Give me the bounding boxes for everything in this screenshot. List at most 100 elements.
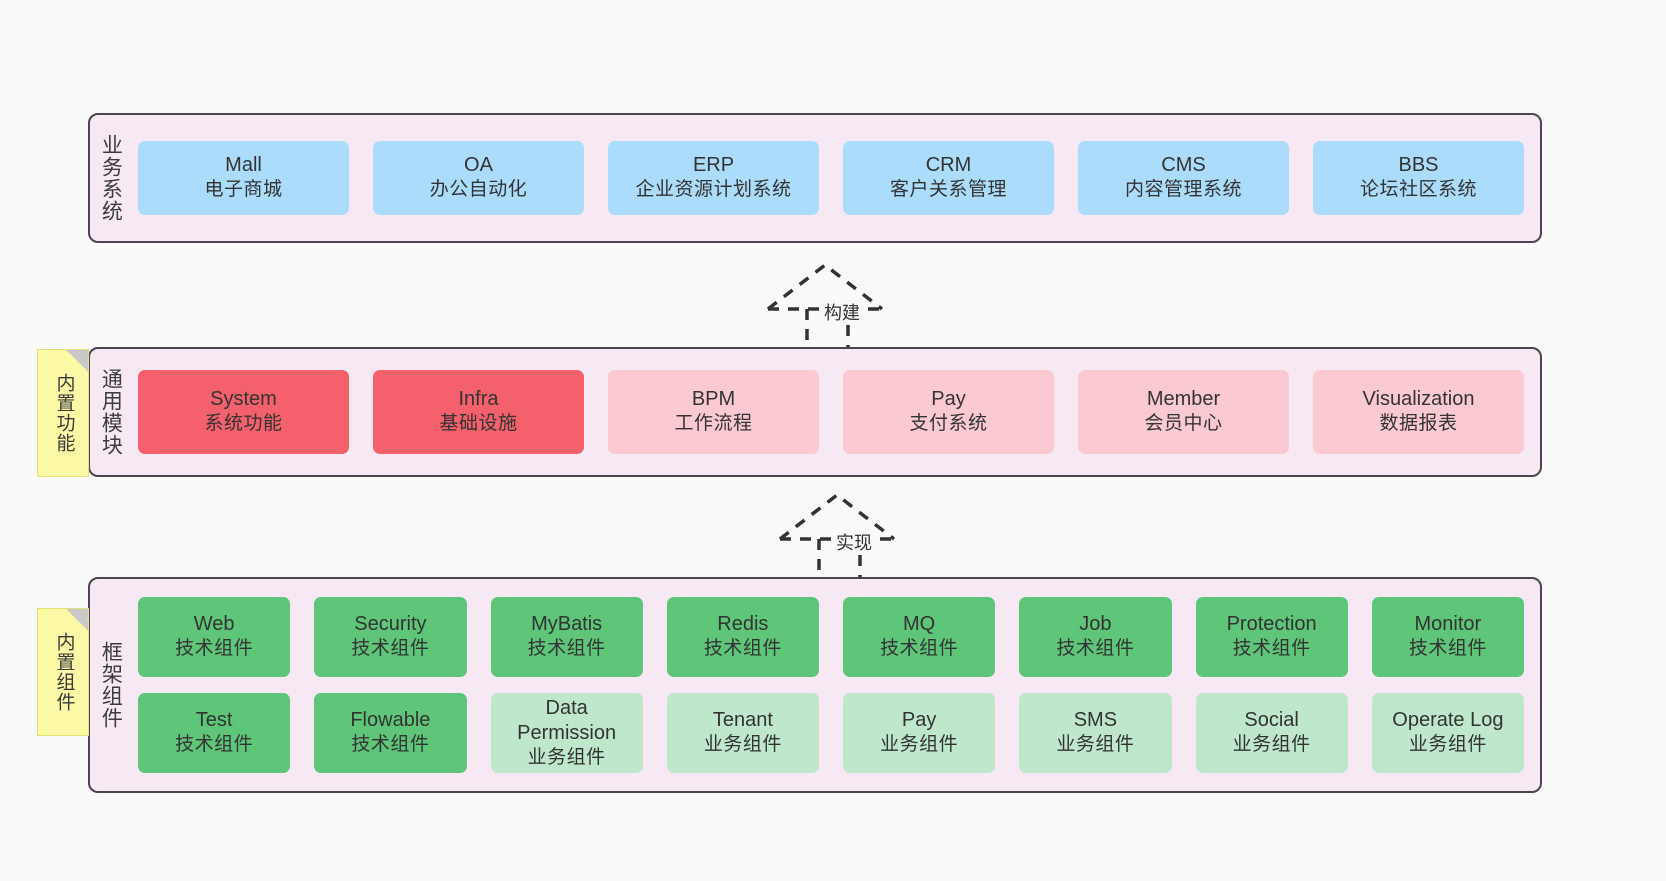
card-job-subtitle: 技术组件 [1056,638,1135,660]
business-card-row: Mall 电子商城 OA 办公自动化 ERP 企业资源计划系统 CRM 客户关系… [138,141,1524,215]
layer-body-business: Mall 电子商城 OA 办公自动化 ERP 企业资源计划系统 CRM 客户关系… [130,115,1540,241]
card-infra-title: Infra [458,388,499,411]
layer-business-system: 业务系统 Mall 电子商城 OA 办公自动化 ERP 企业资源计划系统 CRM [88,113,1542,243]
card-pay-component-title: Pay [901,709,937,732]
card-mybatis-title: MyBatis [531,613,603,636]
card-visualization-title: Visualization [1362,388,1475,411]
card-member-subtitle: 会员中心 [1144,413,1223,435]
layer-title-business: 业务系统 [99,134,123,222]
card-erp[interactable]: ERP 企业资源计划系统 [608,141,819,215]
common-card-row: System 系统功能 Infra 基础设施 BPM 工作流程 Pay 支付系统… [138,370,1524,454]
card-erp-subtitle: 企业资源计划系统 [635,179,792,201]
layer-common-module: 通用模块 System 系统功能 Infra 基础设施 BPM 工作流程 Pay [88,347,1542,477]
card-mybatis[interactable]: MyBatis 技术组件 [490,597,643,677]
layer-title-common: 通用模块 [99,368,123,456]
card-crm-subtitle: 客户关系管理 [889,179,1007,201]
card-security-subtitle: 技术组件 [351,638,430,660]
layer-title-framework: 框架组件 [99,641,123,729]
card-oa[interactable]: OA 办公自动化 [373,141,584,215]
card-sms-subtitle: 业务组件 [1056,734,1135,756]
card-mq-subtitle: 技术组件 [880,638,959,660]
card-oa-subtitle: 办公自动化 [429,179,528,201]
card-protection[interactable]: Protection 技术组件 [1195,597,1348,677]
card-system-subtitle: 系统功能 [204,413,283,435]
card-infra-subtitle: 基础设施 [439,413,518,435]
card-crm[interactable]: CRM 客户关系管理 [843,141,1054,215]
card-monitor-title: Monitor [1414,613,1482,636]
card-visualization[interactable]: Visualization 数据报表 [1313,370,1524,454]
framework-card-row-2: Test 技术组件 Flowable 技术组件 Data Permission … [138,693,1524,773]
card-test[interactable]: Test 技术组件 [138,693,291,773]
card-job-title: Job [1079,613,1112,636]
card-member[interactable]: Member 会员中心 [1078,370,1289,454]
card-cms-subtitle: 内容管理系统 [1124,179,1242,201]
card-mall-subtitle: 电子商城 [204,179,283,201]
card-mq-title: MQ [903,613,936,636]
card-mall[interactable]: Mall 电子商城 [138,141,349,215]
card-pay-component[interactable]: Pay 业务组件 [843,693,996,773]
card-bpm-title: BPM [691,388,736,411]
card-crm-title: CRM [925,154,972,177]
card-pay-module-title: Pay [931,388,966,411]
card-operate-log-subtitle: 业务组件 [1408,734,1487,756]
card-system[interactable]: System 系统功能 [138,370,349,454]
card-redis-subtitle: 技术组件 [703,638,782,660]
card-tenant-subtitle: 业务组件 [703,734,782,756]
card-redis[interactable]: Redis 技术组件 [666,597,819,677]
card-data-permission-subtitle: 业务组件 [527,746,606,768]
sticky-note-builtin-components-label: 内置组件 [53,632,75,712]
card-pay-module[interactable]: Pay 支付系统 [843,370,1054,454]
card-protection-title: Protection [1226,613,1317,636]
card-erp-title: ERP [692,154,735,177]
card-social-title: Social [1244,709,1299,732]
sticky-note-builtin-components: 内置组件 [37,608,89,736]
card-bbs-subtitle: 论坛社区系统 [1359,179,1477,201]
card-social[interactable]: Social 业务组件 [1195,693,1348,773]
card-security-title: Security [354,613,427,636]
arrow-implement: 实现 [772,489,922,584]
card-flowable-title: Flowable [350,709,431,732]
layer-body-framework: Web 技术组件 Security 技术组件 MyBatis 技术组件 Redi… [130,579,1540,791]
card-social-subtitle: 业务组件 [1232,734,1311,756]
card-security[interactable]: Security 技术组件 [314,597,467,677]
card-tenant[interactable]: Tenant 业务组件 [666,693,819,773]
card-monitor-subtitle: 技术组件 [1408,638,1487,660]
card-flowable[interactable]: Flowable 技术组件 [314,693,467,773]
card-operate-log[interactable]: Operate Log 业务组件 [1371,693,1524,773]
card-cms-title: CMS [1161,154,1206,177]
card-pay-module-subtitle: 支付系统 [909,413,988,435]
card-test-title: Test [195,709,233,732]
card-pay-component-subtitle: 业务组件 [880,734,959,756]
arrow-build: 构建 [760,259,910,354]
card-bpm[interactable]: BPM 工作流程 [608,370,819,454]
card-member-title: Member [1146,388,1221,411]
framework-card-row-1: Web 技术组件 Security 技术组件 MyBatis 技术组件 Redi… [138,597,1524,677]
card-mybatis-subtitle: 技术组件 [527,638,606,660]
card-visualization-subtitle: 数据报表 [1379,413,1458,435]
card-monitor[interactable]: Monitor 技术组件 [1371,597,1524,677]
card-bpm-subtitle: 工作流程 [674,413,753,435]
card-sms[interactable]: SMS 业务组件 [1019,693,1172,773]
card-test-subtitle: 技术组件 [175,734,254,756]
arrow-implement-label: 实现 [834,529,874,555]
card-web-subtitle: 技术组件 [175,638,254,660]
card-oa-title: OA [464,154,493,177]
card-bbs[interactable]: BBS 论坛社区系统 [1313,141,1524,215]
card-infra[interactable]: Infra 基础设施 [373,370,584,454]
card-operate-log-title: Operate Log [1392,709,1504,732]
card-web[interactable]: Web 技术组件 [138,597,291,677]
card-data-permission[interactable]: Data Permission 业务组件 [490,693,643,773]
card-system-title: System [210,388,277,411]
layer-body-common: System 系统功能 Infra 基础设施 BPM 工作流程 Pay 支付系统… [130,349,1540,475]
card-data-permission-title: Data Permission [517,697,617,744]
sticky-note-builtin-features-label: 内置功能 [53,373,75,453]
card-cms[interactable]: CMS 内容管理系统 [1078,141,1289,215]
card-redis-title: Redis [717,613,769,636]
card-tenant-title: Tenant [712,709,773,732]
card-job[interactable]: Job 技术组件 [1019,597,1172,677]
layer-framework-component: 框架组件 Web 技术组件 Security 技术组件 MyBatis 技术组件… [88,577,1542,793]
card-mq[interactable]: MQ 技术组件 [843,597,996,677]
card-bbs-title: BBS [1398,154,1439,177]
card-web-title: Web [193,613,235,636]
